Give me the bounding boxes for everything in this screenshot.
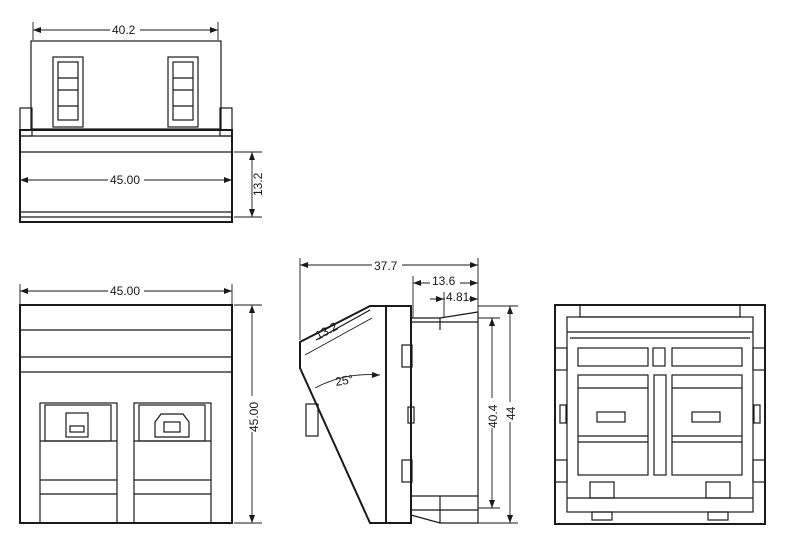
dim-line-side-slant bbox=[304, 317, 373, 356]
port-left bbox=[39, 402, 118, 524]
side-slanted-body bbox=[299, 305, 387, 524]
arrow-icon bbox=[372, 372, 380, 378]
arrow-icon bbox=[489, 500, 495, 508]
arrow-icon bbox=[489, 318, 495, 326]
arrow-icon bbox=[33, 27, 41, 33]
arrow-icon bbox=[224, 177, 232, 183]
port-right bbox=[133, 402, 212, 524]
arrow-icon bbox=[20, 177, 28, 183]
arrow-icon bbox=[249, 209, 255, 217]
dim-label-front-width: 45.00 bbox=[110, 284, 140, 298]
arrow-icon bbox=[507, 515, 513, 523]
dim-label-side-depth: 13.6 bbox=[432, 274, 456, 288]
rear-module-left bbox=[577, 374, 649, 476]
usb-mini-icon bbox=[65, 412, 89, 438]
dim-label-top-base: 45.00 bbox=[110, 173, 140, 187]
right-clip bbox=[167, 56, 199, 128]
dim-label-side-outer: 44 bbox=[504, 406, 518, 420]
dim-label-side-step: 4.81 bbox=[446, 290, 470, 304]
arrow-icon bbox=[249, 152, 255, 160]
dim-label-side-total: 37.7 bbox=[374, 259, 398, 273]
arrow-icon bbox=[224, 288, 232, 294]
arrow-icon bbox=[413, 280, 421, 286]
dim-label-top-height: 13.2 bbox=[251, 172, 265, 196]
arrow-icon bbox=[507, 306, 513, 314]
front-faceplate bbox=[19, 304, 233, 524]
left-clip bbox=[52, 56, 84, 128]
dim-label-side-inner: 40.4 bbox=[486, 404, 500, 428]
arrow-icon bbox=[249, 305, 255, 313]
top-base-plate bbox=[19, 129, 233, 223]
arrow-icon bbox=[470, 296, 478, 302]
arrow-icon bbox=[20, 288, 28, 294]
arrow-icon bbox=[470, 280, 478, 286]
usb-b-icon bbox=[154, 413, 190, 438]
side-latch bbox=[305, 403, 319, 437]
top-view: 40.2 45.00 13.2 bbox=[19, 22, 265, 223]
side-view: 37.7 13.6 4.81 13.2 bbox=[299, 258, 518, 524]
front-view: 45.00 45.00 bbox=[19, 283, 262, 524]
dim-label-front-height: 45.00 bbox=[247, 402, 261, 432]
rear-view bbox=[554, 304, 766, 525]
rear-divider bbox=[653, 374, 667, 476]
dim-label-side-angle: 25° bbox=[334, 372, 354, 389]
arrow-icon bbox=[436, 296, 444, 302]
arrow-icon bbox=[470, 262, 478, 268]
side-rear-body bbox=[410, 311, 479, 524]
dim-label-top-width: 40.2 bbox=[112, 23, 136, 37]
arrow-icon bbox=[249, 515, 255, 523]
arrow-icon bbox=[300, 262, 308, 268]
rear-module-right bbox=[671, 374, 743, 476]
side-frame-plate bbox=[385, 305, 412, 524]
arrow-icon bbox=[210, 27, 218, 33]
